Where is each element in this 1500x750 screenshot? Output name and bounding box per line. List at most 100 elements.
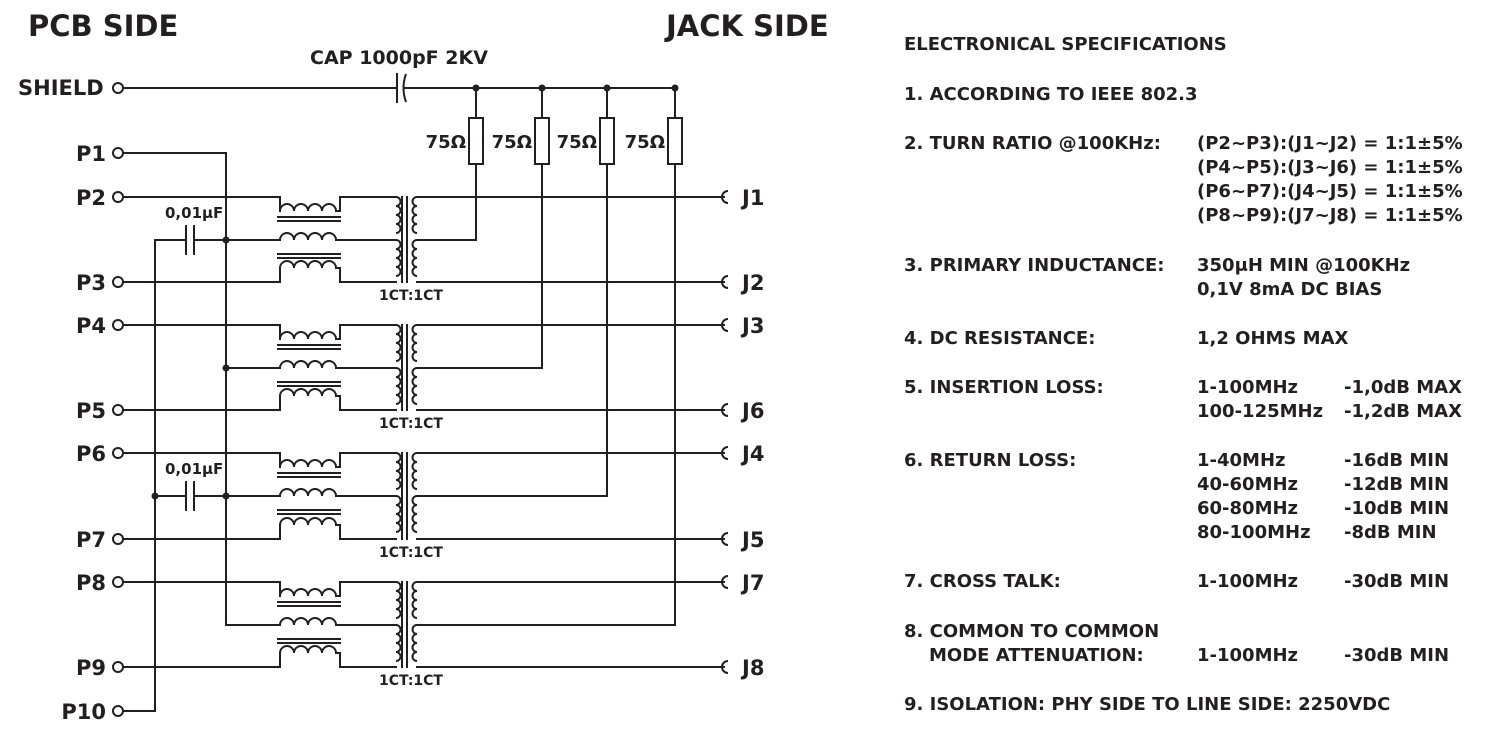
junction-dot [151, 492, 159, 500]
junction-dot [222, 364, 230, 372]
ct-ratio-label: 1CT:1CT [379, 673, 443, 689]
transformer-winding [411, 196, 418, 234]
small-cap-label: 0,01μF [165, 460, 223, 478]
junction-dot [538, 84, 546, 92]
pin-terminal [112, 276, 124, 288]
transformer-winding [411, 495, 418, 533]
jack-label-j6: J6 [740, 399, 764, 423]
spec-4-label: 4. DC RESISTANCE: [904, 328, 1096, 349]
spec-4-value: 1,2 OHMS MAX [1197, 328, 1349, 349]
junction-dot [472, 84, 480, 92]
jack-terminal [721, 660, 729, 674]
spec-5-freq-1: 1-100MHz [1197, 377, 1299, 398]
spec-6-freq-2: 40-60MHz [1197, 474, 1299, 495]
transformer-winding [395, 581, 402, 619]
pin-terminal [112, 147, 124, 159]
inductor-coil [279, 331, 337, 340]
junction-dot [222, 236, 230, 244]
junction-dot [671, 84, 679, 92]
transformer-winding [411, 452, 418, 490]
pin-terminal [112, 191, 124, 203]
resistor-label: 75Ω [492, 132, 532, 153]
jack-terminal [721, 275, 729, 289]
jack-terminal [721, 446, 729, 460]
ct-ratio-label: 1CT:1CT [379, 288, 443, 304]
pin-label-p5: P5 [76, 399, 106, 423]
inductor-coil [279, 388, 337, 397]
spec-6-label: 6. RETURN LOSS: [904, 450, 1077, 471]
pin-label-p4: P4 [76, 314, 106, 338]
transformer-winding [411, 239, 418, 277]
spec-5-label: 5. INSERTION LOSS: [904, 377, 1104, 398]
spec-8-label-2: MODE ATTENUATION: [929, 645, 1144, 666]
jack-label-j5: J5 [740, 528, 764, 552]
jack-label-j4: J4 [740, 442, 764, 466]
pin-label-p7: P7 [76, 528, 106, 552]
spec-2-value-3: (P6~P7):(J4~J5) = 1:1±5% [1197, 181, 1463, 202]
spec-7-freq: 1-100MHz [1197, 571, 1299, 592]
resistor-body [534, 117, 550, 165]
inductor-coil [279, 260, 337, 269]
transformer-winding [395, 624, 402, 662]
jack-label-j8: J8 [740, 656, 764, 680]
spec-3-value-1: 350μH MIN @100KHz [1197, 255, 1411, 276]
spec-8-freq: 1-100MHz [1197, 645, 1299, 666]
transformer-winding [395, 495, 402, 533]
pin-label-p8: P8 [76, 571, 106, 595]
jack-terminal [721, 190, 729, 204]
transformer-winding [395, 367, 402, 405]
jack-label-j3: J3 [740, 314, 764, 338]
shield-cap-label: CAP 1000pF 2KV [310, 47, 488, 69]
spec-3-label: 3. PRIMARY INDUCTANCE: [904, 255, 1165, 276]
spec-1: 1. ACCORDING TO IEEE 802.3 [904, 84, 1198, 105]
jack-terminal [721, 532, 729, 546]
jack-terminal [721, 318, 729, 332]
inductor-coil [279, 488, 337, 497]
pin-terminal [112, 319, 124, 331]
jack-terminal [721, 403, 729, 417]
spec-2-label: 2. TURN RATIO @100KHz: [904, 133, 1161, 154]
pin-label-p10: P10 [61, 700, 106, 724]
junction-dot [222, 492, 230, 500]
inductor-coil [279, 360, 337, 369]
transformer-winding [395, 452, 402, 490]
inductor-coil [279, 459, 337, 468]
transformer-winding [395, 196, 402, 234]
transformer-winding [395, 324, 402, 362]
cap-plate-curved [402, 73, 407, 103]
transformer-winding [411, 624, 418, 662]
spec-6-loss-3: -10dB MIN [1344, 498, 1450, 519]
pin-terminal [112, 705, 124, 717]
spec-7-value: -30dB MIN [1344, 571, 1450, 592]
schematic-wires [122, 73, 725, 712]
jack-label-j7: J7 [740, 571, 764, 595]
specs-title: ELECTRONICAL SPECIFICATIONS [904, 34, 1227, 55]
spec-5-loss-2: -1,2dB MAX [1344, 401, 1462, 422]
spec-8-label-1: 8. COMMON TO COMMON [904, 621, 1160, 642]
inductor-coil [279, 588, 337, 597]
pin-terminal [112, 82, 124, 94]
spec-2-value-4: (P8~P9):(J7~J8) = 1:1±5% [1197, 205, 1463, 226]
inductor-coil [279, 645, 337, 654]
pcb-side-title: PCB SIDE [28, 9, 178, 43]
ct-ratio-label: 1CT:1CT [379, 416, 443, 432]
spec-6-loss-4: -8dB MIN [1344, 522, 1437, 543]
spec-6-freq-4: 80-100MHz [1197, 522, 1311, 543]
transformer-winding [411, 367, 418, 405]
spec-6-loss-1: -16dB MIN [1344, 450, 1450, 471]
resistor-body [667, 117, 683, 165]
pin-terminal [112, 404, 124, 416]
spec-6-loss-2: -12dB MIN [1344, 474, 1450, 495]
pin-terminal [112, 661, 124, 673]
junction-dot [603, 84, 611, 92]
spec-6-freq-3: 60-80MHz [1197, 498, 1299, 519]
spec-5-loss-1: -1,0dB MAX [1344, 377, 1462, 398]
transformer-winding [411, 324, 418, 362]
small-cap-label: 0,01μF [165, 204, 223, 222]
ct-ratio-label: 1CT:1CT [379, 545, 443, 561]
resistor-label: 75Ω [557, 132, 597, 153]
pin-terminal [112, 576, 124, 588]
pin-label-p3: P3 [76, 271, 106, 295]
